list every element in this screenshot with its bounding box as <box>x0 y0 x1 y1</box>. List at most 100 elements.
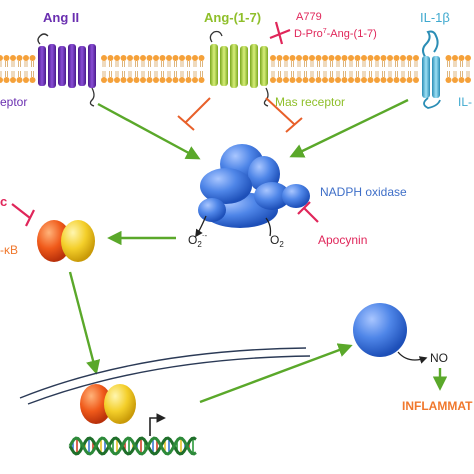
lipid-tail <box>141 71 145 77</box>
lipid-tail <box>349 61 353 67</box>
lipid-head <box>146 55 153 61</box>
lipid-tail <box>317 61 320 67</box>
lipid-head <box>127 55 133 61</box>
enzyme-to-no-arrow <box>397 351 428 364</box>
lipid-head <box>387 77 393 83</box>
enzyme-sphere-icon <box>353 303 407 357</box>
left-c-label: c <box>0 194 7 209</box>
lipid-head <box>341 55 348 61</box>
superoxide-sub: 2 <box>197 240 202 249</box>
lipid-head <box>445 55 452 61</box>
lipid-tail <box>161 61 164 67</box>
lipid-tail <box>161 71 164 77</box>
lipid-head <box>387 55 393 61</box>
lipid-head <box>413 55 419 61</box>
lipid-head <box>458 55 465 61</box>
lipid-head <box>198 55 205 61</box>
lipid-head <box>133 55 140 61</box>
lipid-tail <box>174 71 177 77</box>
apocynin-label: Apocynin <box>318 233 367 247</box>
lipid-head <box>120 55 127 61</box>
lipid-tail <box>115 71 119 77</box>
lipid-tail <box>336 61 340 67</box>
lipid-tail <box>304 71 307 77</box>
lipid-tail <box>336 71 340 77</box>
lipid-head <box>114 77 120 83</box>
lipid-head <box>179 55 185 61</box>
lipid-head <box>309 55 315 61</box>
lipid-tail <box>414 71 418 77</box>
nuclear-envelope-inner <box>27 355 311 405</box>
lipid-head <box>23 55 29 61</box>
lipid-tail <box>284 71 288 77</box>
lipid-head <box>354 77 361 83</box>
lipid-tail <box>148 61 151 67</box>
lipid-head <box>374 55 380 61</box>
oxygen-label: O2 <box>270 233 284 249</box>
lipid-tail <box>408 71 411 77</box>
lipid-tail <box>5 71 8 77</box>
lipid-head <box>159 55 166 61</box>
lipid-head <box>406 77 413 83</box>
lipid-head <box>400 55 406 61</box>
lipid-tail <box>323 71 327 77</box>
lipid-head <box>283 77 289 83</box>
lipid-tail <box>401 61 405 67</box>
lipid-head <box>23 77 29 83</box>
lipid-tail <box>284 61 288 67</box>
lipid-head <box>354 55 361 61</box>
no-label: NO <box>430 351 448 365</box>
superoxide-sup: ·- <box>202 231 208 240</box>
oxygen-base: O <box>270 233 279 247</box>
lipid-head <box>283 55 289 61</box>
promoter-arrow-icon <box>149 413 166 436</box>
lipid-head <box>361 77 367 83</box>
lipid-head <box>179 77 185 83</box>
lipid-head <box>289 55 296 61</box>
lipid-head <box>348 77 354 83</box>
lipid-head <box>302 77 309 83</box>
lipid-tail <box>466 71 470 77</box>
lipid-tail <box>382 71 385 77</box>
lipid-tail <box>395 61 398 67</box>
lipid-head <box>393 55 400 61</box>
lipid-tail <box>154 61 158 67</box>
lipid-head <box>185 55 192 61</box>
lipid-tail <box>310 71 314 77</box>
lipid-head <box>159 77 166 83</box>
superoxide-base: O <box>188 233 197 247</box>
lipid-tail <box>297 61 301 67</box>
lipid-tail <box>388 71 392 77</box>
lipid-tail <box>128 71 132 77</box>
lipid-tail <box>447 71 450 77</box>
dna-backbone <box>68 436 197 456</box>
lipid-tail <box>408 61 411 67</box>
ang2-to-nadph-arrow <box>97 102 201 160</box>
superoxide-label: O2·- <box>188 231 207 249</box>
lipid-tail <box>174 61 177 67</box>
lipid-head <box>127 77 133 83</box>
lipid-tail <box>122 71 125 77</box>
lipid-head <box>16 55 23 61</box>
lipid-head <box>146 77 153 83</box>
lipid-head <box>0 55 3 61</box>
lipid-tail <box>330 61 333 67</box>
lipid-tail <box>362 61 366 67</box>
lipid-tail <box>31 61 34 67</box>
lipid-tail <box>453 61 457 67</box>
dpro-main: D-Pro <box>294 28 323 40</box>
lipid-head <box>101 55 107 61</box>
lipid-head <box>328 77 335 83</box>
lipid-tail <box>362 71 366 77</box>
lipid-tail <box>453 71 457 77</box>
lipid-tail <box>135 61 138 67</box>
il1b-label: IL-1β <box>420 10 450 25</box>
lipid-head <box>380 55 387 61</box>
lipid-tail <box>388 61 392 67</box>
lipid-head <box>400 77 406 83</box>
a779-label: A779 <box>296 11 322 23</box>
lipid-tail <box>323 61 327 67</box>
lipid-tail <box>343 71 346 77</box>
lipid-tail <box>375 71 379 77</box>
